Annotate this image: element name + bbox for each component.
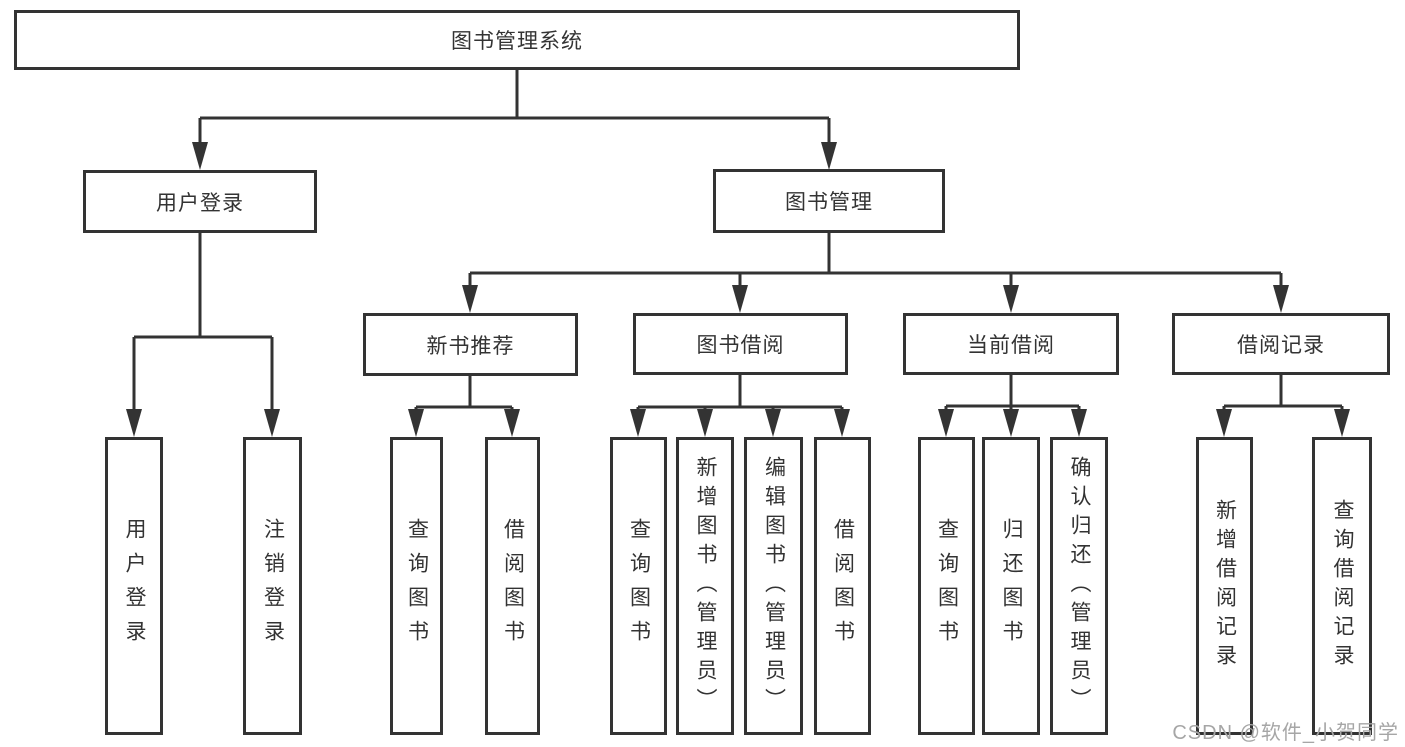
- node-user-login: 用户登录: [83, 170, 317, 233]
- leaf-logout-login: 注销登录: [243, 437, 302, 735]
- arrowheads: [126, 142, 1350, 437]
- leaf-query-book-borrow: 查询图书: [610, 437, 667, 735]
- node-current-borrow: 当前借阅: [903, 313, 1119, 375]
- node-root-system: 图书管理系统: [14, 10, 1020, 70]
- leaf-query-book-recommend: 查询图书: [390, 437, 443, 735]
- watermark: CSDN @软件_小贺同学: [1172, 722, 1399, 744]
- leaf-add-book-admin: 新增图书（管理员）: [676, 437, 734, 735]
- leaf-add-borrow-record: 新增借阅记录: [1196, 437, 1253, 735]
- node-borrow-record: 借阅记录: [1172, 313, 1390, 375]
- leaf-edit-book-admin: 编辑图书（管理员）: [744, 437, 803, 735]
- node-new-book-recommend: 新书推荐: [363, 313, 578, 376]
- leaf-borrow-book: 借阅图书: [814, 437, 871, 735]
- leaf-query-borrow-record: 查询借阅记录: [1312, 437, 1372, 735]
- node-book-borrow: 图书借阅: [633, 313, 848, 375]
- leaf-borrow-book-recommend: 借阅图书: [485, 437, 540, 735]
- leaf-query-book-current: 查询图书: [918, 437, 975, 735]
- leaf-return-book: 归还图书: [982, 437, 1040, 735]
- leaf-confirm-return-admin: 确认归还（管理员）: [1050, 437, 1108, 735]
- leaf-user-login: 用户登录: [105, 437, 163, 735]
- node-book-management: 图书管理: [713, 169, 945, 233]
